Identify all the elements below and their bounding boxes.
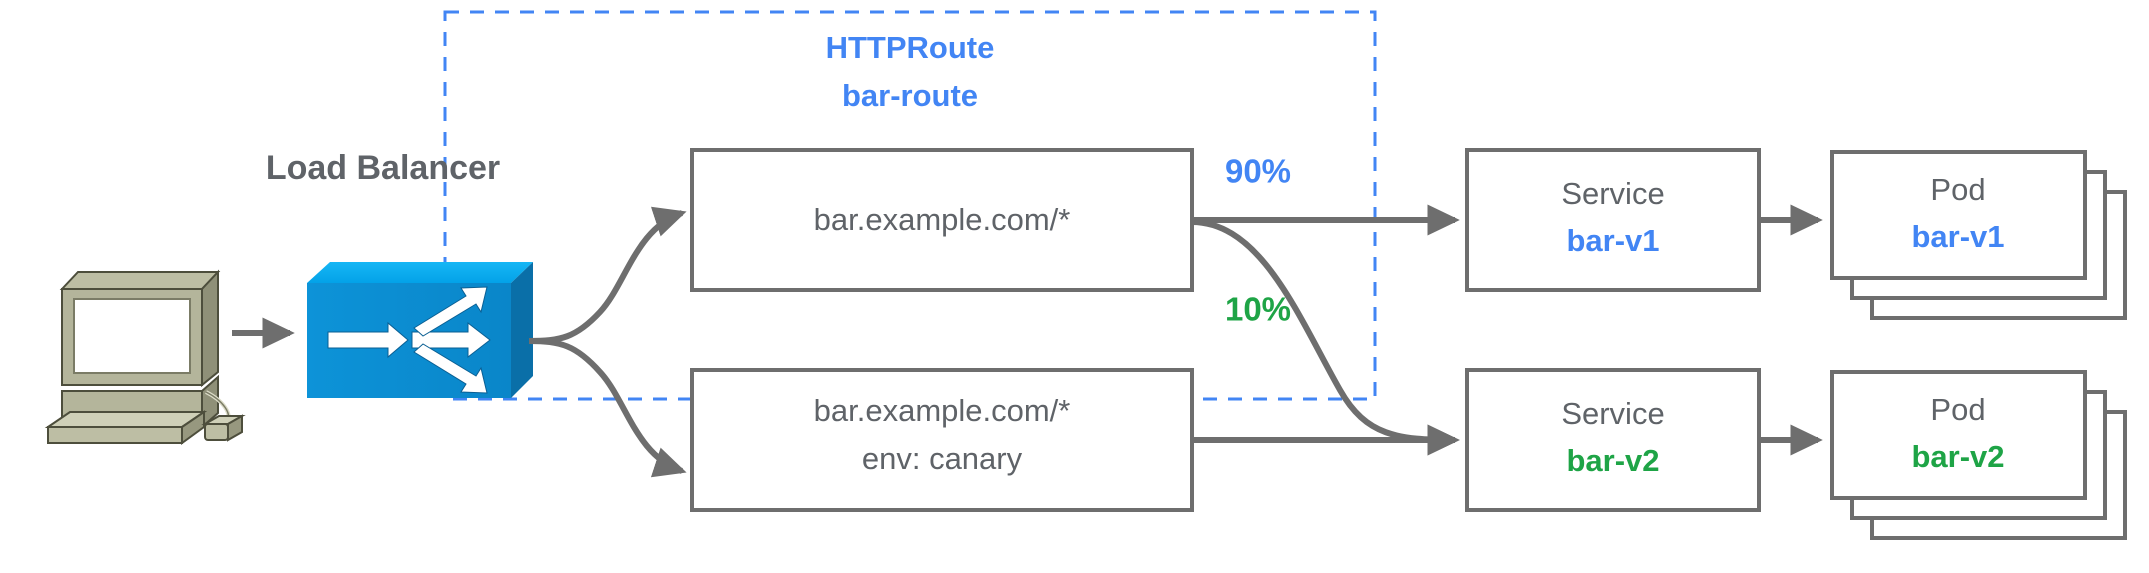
pod-v2-stack-layer-1 (1830, 370, 2087, 500)
pod-v1-name: bar-v1 (1911, 219, 2004, 254)
rule-box-canary[interactable]: bar.example.com/* env: canary (690, 368, 1194, 512)
pod-v2-kind: Pod (1930, 392, 1985, 427)
service-v2-kind: Service (1561, 396, 1664, 431)
rule-box-primary[interactable]: bar.example.com/* (690, 148, 1194, 292)
load-balancer-label: Load Balancer (266, 149, 500, 187)
pod-stack-bar-v2[interactable]: Pod bar-v2 (1830, 370, 2127, 540)
weight-label-10: 10% (1225, 291, 1291, 328)
service-v1-name: bar-v1 (1566, 223, 1659, 258)
edge-rule-primary-to-service-v2 (1191, 219, 1460, 456)
httproute-group-kind: HTTPRoute (826, 30, 995, 65)
httproute-group-name: bar-route (842, 78, 978, 113)
service-node-bar-v1[interactable]: Service bar-v1 (1465, 148, 1761, 292)
service-node-bar-v2[interactable]: Service bar-v2 (1465, 368, 1761, 512)
pod-v2-name: bar-v2 (1911, 439, 2004, 474)
weight-label-90: 90% (1225, 153, 1291, 190)
load-balancer-switch-icon (307, 262, 533, 398)
pod-stack-bar-v1[interactable]: Pod bar-v1 (1830, 150, 2127, 320)
pod-v1-stack-layer-1 (1830, 150, 2087, 280)
rule-primary-line1: bar.example.com/* (814, 202, 1071, 237)
edge-lb-to-rule-canary (528, 338, 687, 478)
desktop-computer-icon (44, 269, 246, 445)
service-v2-name: bar-v2 (1566, 443, 1659, 478)
edge-lb-to-rule-primary (528, 206, 687, 344)
rule-canary-line2: env: canary (862, 441, 1023, 476)
pod-v1-kind: Pod (1930, 172, 1985, 207)
rule-canary-line1: bar.example.com/* (814, 393, 1071, 428)
service-v1-kind: Service (1561, 176, 1664, 211)
